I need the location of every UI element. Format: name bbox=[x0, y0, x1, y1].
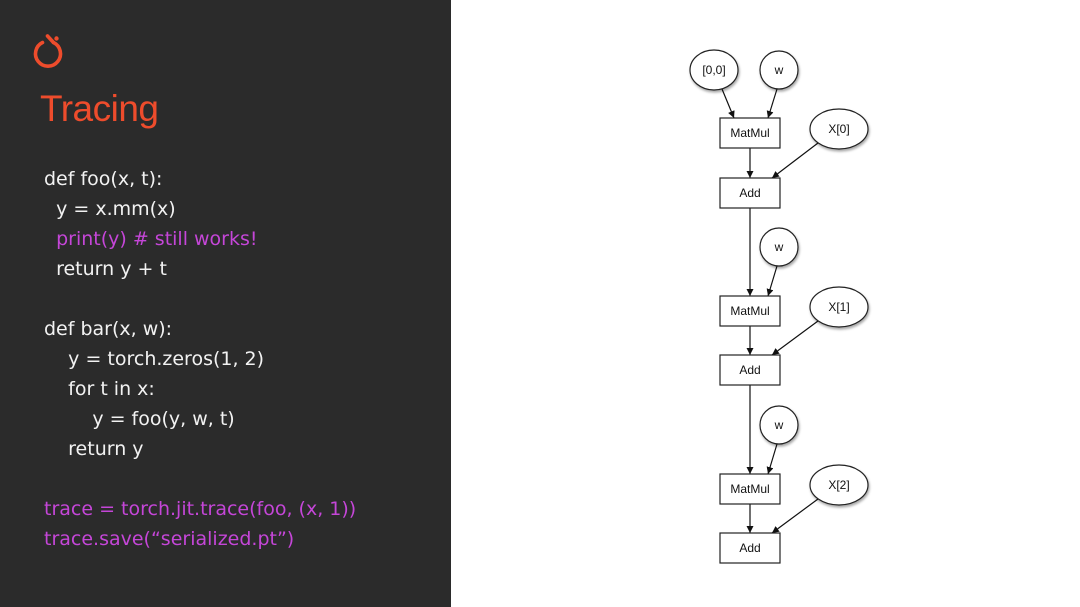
node-label: X[0] bbox=[828, 122, 849, 136]
node-ellipse bbox=[759, 50, 799, 90]
node-matmul0: MatMul bbox=[719, 117, 781, 149]
node-box bbox=[719, 532, 781, 564]
edge-w0-to-matmul0 bbox=[766, 88, 778, 119]
code-line: y = torch.zeros(1, 2) bbox=[44, 348, 265, 370]
node-w1: w bbox=[759, 227, 799, 267]
node-box bbox=[719, 177, 781, 209]
slide-title: Tracing bbox=[40, 88, 159, 129]
edge-w1-to-matmul1 bbox=[766, 265, 778, 297]
code-line: y = foo(y, w, t) bbox=[44, 408, 235, 430]
code-line: trace = torch.jit.trace(foo, (x, 1)) bbox=[44, 498, 357, 520]
node-add2: Add bbox=[719, 532, 781, 564]
node-box bbox=[719, 117, 781, 149]
node-box bbox=[719, 295, 781, 327]
node-label: X[1] bbox=[828, 300, 849, 314]
node-box bbox=[719, 473, 781, 505]
node-box bbox=[719, 354, 781, 386]
node-label: MatMul bbox=[730, 482, 769, 496]
node-ellipse bbox=[689, 49, 739, 91]
code-line: return y bbox=[44, 438, 144, 460]
node-label: Add bbox=[739, 363, 760, 377]
node-label: Add bbox=[739, 186, 760, 200]
node-w2: w bbox=[759, 405, 799, 445]
node-add0: Add bbox=[719, 177, 781, 209]
edge-w2-to-matmul2 bbox=[766, 443, 778, 475]
node-matmul2: MatMul bbox=[719, 473, 781, 505]
node-label: w bbox=[774, 63, 784, 77]
code-line: trace.save(“serialized.pt”) bbox=[44, 528, 295, 550]
node-label: Add bbox=[739, 541, 760, 555]
node-label: [0,0] bbox=[702, 63, 725, 77]
node-w0: w bbox=[759, 50, 799, 90]
node-x0: X[0] bbox=[809, 108, 869, 150]
code-panel: Tracing def foo(x, t): y = x.mm(x) print… bbox=[0, 0, 451, 607]
node-ellipse bbox=[809, 286, 869, 328]
node-init: [0,0] bbox=[689, 49, 739, 91]
node-ellipse bbox=[759, 405, 799, 445]
node-label: X[2] bbox=[828, 478, 849, 492]
edge-init-to-matmul0 bbox=[721, 88, 735, 119]
code-line: def foo(x, t): bbox=[44, 168, 163, 190]
node-label: w bbox=[774, 418, 784, 432]
code-line: y = x.mm(x) bbox=[44, 198, 176, 220]
node-x2: X[2] bbox=[809, 464, 869, 506]
code-block: def foo(x, t): y = x.mm(x) print(y) # st… bbox=[44, 164, 356, 554]
code-line: print(y) # still works! bbox=[44, 228, 258, 250]
node-ellipse bbox=[809, 464, 869, 506]
code-line: return y + t bbox=[44, 258, 167, 280]
edge-x1-to-add1 bbox=[771, 320, 819, 356]
node-ellipse bbox=[759, 227, 799, 267]
code-line: for t in x: bbox=[44, 378, 155, 400]
node-x1: X[1] bbox=[809, 286, 869, 328]
node-matmul1: MatMul bbox=[719, 295, 781, 327]
node-label: MatMul bbox=[730, 304, 769, 318]
node-add1: Add bbox=[719, 354, 781, 386]
code-line: def bar(x, w): bbox=[44, 318, 173, 340]
node-ellipse bbox=[809, 108, 869, 150]
graph-edges bbox=[721, 88, 819, 534]
edge-x0-to-add0 bbox=[771, 142, 819, 179]
edge-x2-to-add2 bbox=[771, 498, 819, 534]
node-label: MatMul bbox=[730, 126, 769, 140]
node-label: w bbox=[774, 240, 784, 254]
pytorch-flame-icon bbox=[33, 34, 63, 68]
